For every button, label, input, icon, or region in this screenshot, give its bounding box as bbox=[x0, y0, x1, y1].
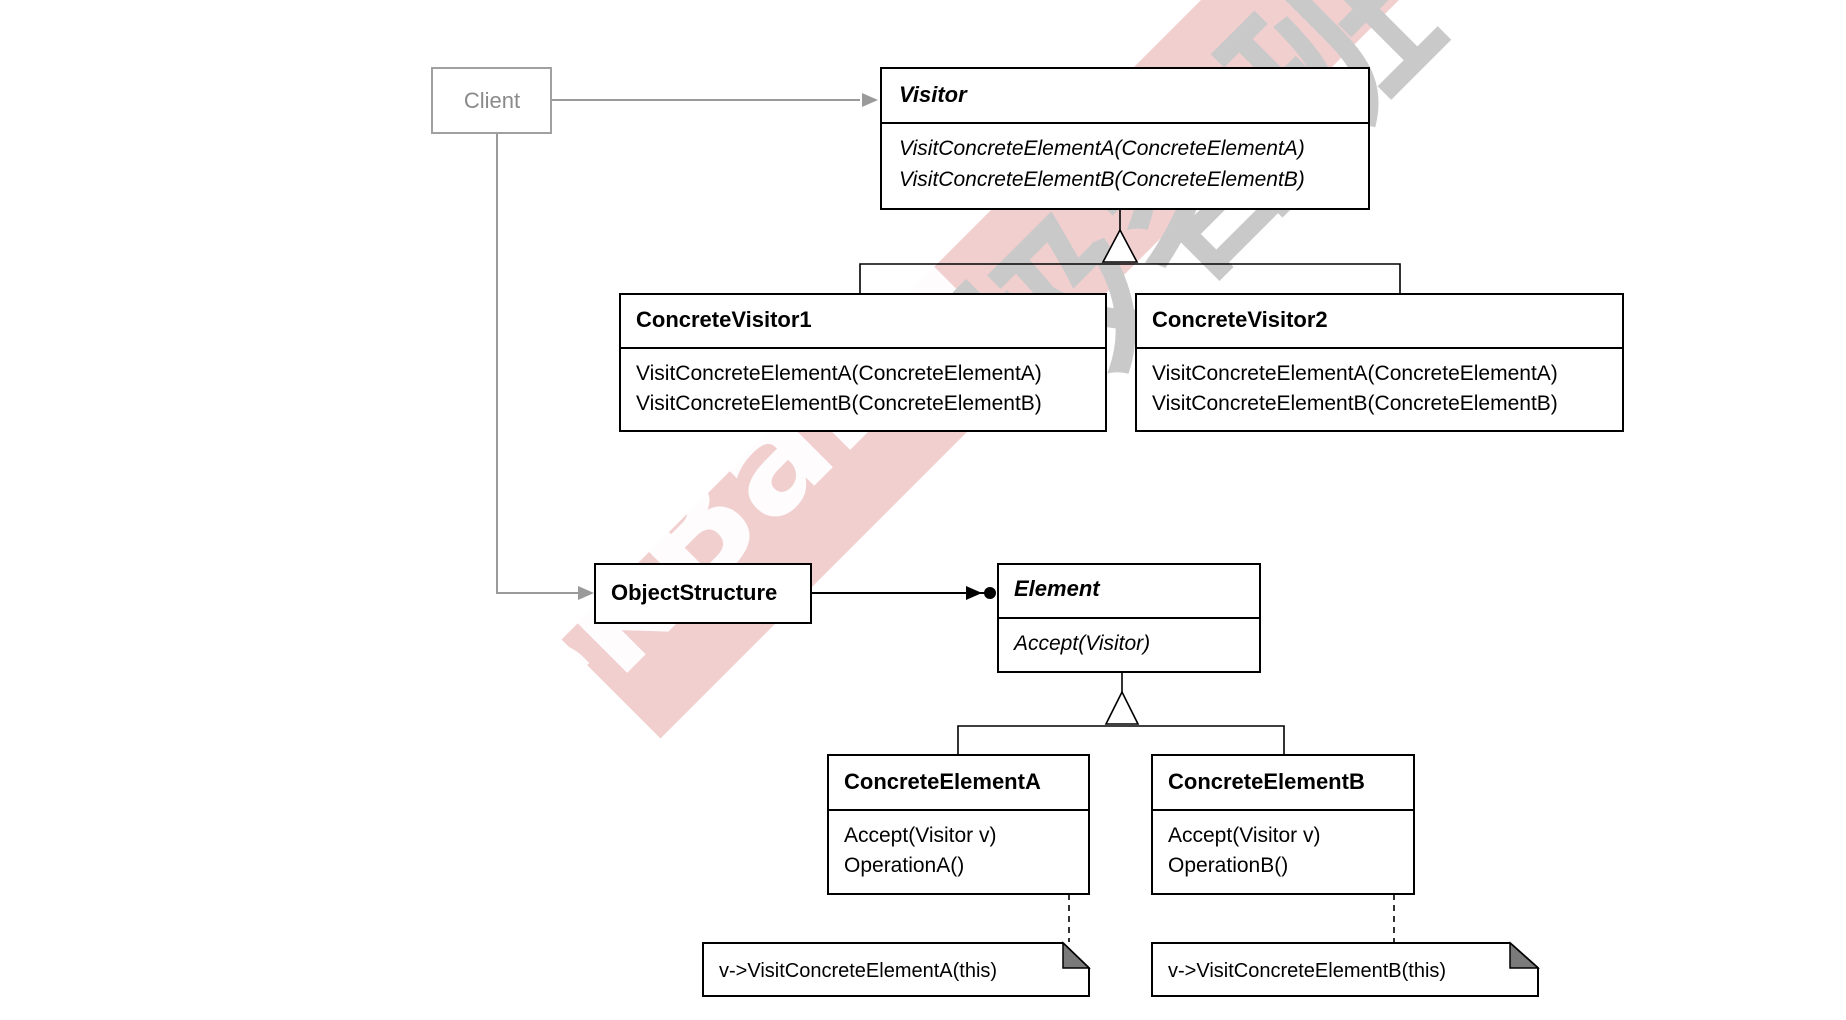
note-b[interactable]: v->VisitConcreteElementB(this) bbox=[1151, 941, 1540, 997]
visitor-method: VisitConcreteElementA(ConcreteElementA) bbox=[899, 137, 1305, 160]
note-a[interactable]: v->VisitConcreteElementA(this) bbox=[702, 941, 1091, 997]
concrete-element-a-class[interactable]: ConcreteElementA Accept(Visitor v) Opera… bbox=[827, 754, 1090, 895]
concrete-element-a-box bbox=[827, 754, 1090, 895]
client-class[interactable]: Client bbox=[431, 67, 552, 134]
concrete-visitor1-class[interactable]: ConcreteVisitor1 VisitConcreteElementA(C… bbox=[619, 293, 1107, 432]
concrete-visitor1-method: VisitConcreteElementB(ConcreteElementB) bbox=[636, 392, 1042, 415]
note-b-box bbox=[1151, 942, 1539, 997]
concrete-element-a-method: Accept(Visitor v) bbox=[844, 824, 997, 847]
concrete-element-b-method: Accept(Visitor v) bbox=[1168, 824, 1321, 847]
concrete-element-a-title: ConcreteElementA bbox=[844, 769, 1041, 794]
concrete-element-b-method: OperationB() bbox=[1168, 854, 1288, 877]
objectstructure-element-arrowhead bbox=[966, 586, 982, 600]
concrete-visitor2-class[interactable]: ConcreteVisitor2 VisitConcreteElementA(C… bbox=[1135, 293, 1624, 432]
note-b-text: v->VisitConcreteElementB(this) bbox=[1168, 960, 1446, 982]
client-label: Client bbox=[464, 88, 520, 113]
concrete-visitor1-method: VisitConcreteElementA(ConcreteElementA) bbox=[636, 362, 1042, 385]
concrete-visitor2-method: VisitConcreteElementA(ConcreteElementA) bbox=[1152, 362, 1558, 385]
concrete-visitor2-box bbox=[1135, 293, 1624, 432]
object-structure-title: ObjectStructure bbox=[611, 580, 777, 605]
element-inheritance-branches bbox=[957, 725, 1285, 755]
note-b-folded-corner bbox=[1509, 941, 1540, 969]
concrete-element-b-title: ConcreteElementB bbox=[1168, 769, 1365, 794]
element-inheritance-triangle bbox=[1104, 690, 1140, 725]
visitor-inheritance-branches bbox=[859, 263, 1401, 293]
visitor-box bbox=[880, 67, 1370, 210]
concrete-visitor1-box bbox=[619, 293, 1107, 432]
note-a-box bbox=[702, 942, 1090, 997]
client-visitor-arrowhead bbox=[862, 93, 878, 107]
concrete-element-b-class[interactable]: ConcreteElementB Accept(Visitor v) Opera… bbox=[1151, 754, 1415, 895]
visitor-inheritance-triangle bbox=[1101, 228, 1139, 263]
note-a-text: v->VisitConcreteElementA(this) bbox=[719, 960, 997, 982]
concrete-element-b-box bbox=[1151, 754, 1415, 895]
client-objectstructure-arrowhead bbox=[578, 586, 594, 600]
object-structure-class[interactable]: ObjectStructure bbox=[594, 563, 812, 624]
concrete-visitor2-method: VisitConcreteElementB(ConcreteElementB) bbox=[1152, 392, 1558, 415]
visitor-method: VisitConcreteElementB(ConcreteElementB) bbox=[899, 168, 1305, 191]
note-a-folded-corner bbox=[1062, 941, 1091, 969]
concrete-visitor2-title: ConcreteVisitor2 bbox=[1152, 307, 1328, 332]
element-class[interactable]: Element Accept(Visitor) bbox=[997, 563, 1261, 673]
client-box bbox=[431, 67, 552, 134]
client-objectstructure-line bbox=[496, 134, 578, 594]
element-title: Element bbox=[1014, 576, 1101, 601]
visitor-title: Visitor bbox=[899, 82, 968, 107]
objectstructure-element-many-dot bbox=[984, 587, 996, 599]
concrete-visitor1-title: ConcreteVisitor1 bbox=[636, 307, 812, 332]
element-method: Accept(Visitor) bbox=[1012, 632, 1150, 655]
concrete-element-a-method: OperationA() bbox=[844, 854, 964, 877]
object-structure-box bbox=[594, 563, 812, 624]
visitor-class[interactable]: Visitor VisitConcreteElementA(ConcreteEl… bbox=[880, 67, 1370, 210]
